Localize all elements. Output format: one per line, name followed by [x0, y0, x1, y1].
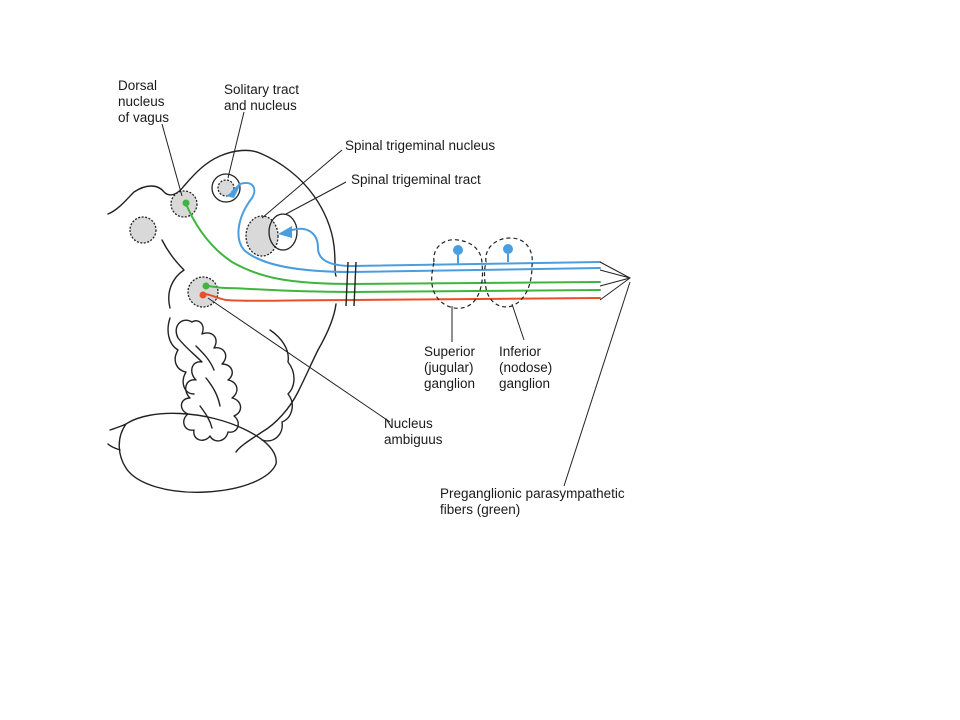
green-fiber-ambiguus	[205, 285, 601, 294]
label-solitary-tract: Solitary tract and nucleus	[224, 82, 300, 113]
blue-fiber-solitary	[231, 182, 601, 274]
medulla-outline	[107, 149, 337, 277]
superior-jugular-ganglion	[431, 239, 484, 309]
label-inferior-ganglion: Inferior (nodose) ganglion	[499, 344, 553, 391]
label-preganglionic-fibers: Preganglionic parasympathetic fibers (gr…	[440, 486, 625, 517]
leader-solitary	[227, 111, 245, 179]
hypoglossal-nucleus	[129, 216, 157, 244]
leader-spinal-trigeminal-tract	[285, 181, 347, 215]
sensory-cell-inferior	[503, 244, 513, 254]
pyramid-left-edge	[107, 423, 127, 451]
inferior-olive	[175, 319, 242, 442]
blue-arrow-solitary	[226, 186, 240, 198]
label-superior-ganglion: Superior (jugular) ganglion	[424, 344, 476, 391]
spinal-trigeminal-nucleus	[245, 215, 279, 257]
leader-dorsal-nucleus	[161, 123, 183, 197]
label-dorsal-nucleus-of-vagus: Dorsal nucleus of vagus	[118, 78, 170, 125]
break-mark-left	[345, 261, 349, 307]
pyramid	[118, 412, 277, 493]
leader-preganglionic	[563, 281, 631, 487]
green-fiber-dorsal	[185, 203, 601, 286]
solitary-tract-outer	[211, 173, 241, 203]
inferior-nodose-ganglion	[483, 237, 533, 308]
break-mark-right	[353, 261, 357, 307]
bundle-end-bracket	[599, 261, 631, 301]
leader-inferior-ganglion	[511, 303, 525, 341]
lateral-notch-outline	[161, 239, 185, 309]
medulla-lower-outline	[235, 303, 337, 453]
red-fiber-ambiguus	[203, 293, 601, 302]
label-spinal-trigeminal-nucleus: Spinal trigeminal nucleus	[345, 138, 496, 153]
blue-arrow-trigeminal	[278, 226, 292, 238]
label-nucleus-ambiguus: Nucleus ambiguus	[384, 416, 443, 447]
red-cell-ambiguus	[199, 291, 207, 299]
blue-fiber-trigeminal	[291, 227, 601, 268]
sensory-cell-superior	[453, 245, 463, 255]
leader-spinal-trigeminal-nucleus	[261, 149, 343, 219]
label-spinal-trigeminal-tract: Spinal trigeminal tract	[351, 172, 481, 187]
green-cell-ambiguus	[202, 282, 210, 290]
leader-nucleus-ambiguus	[207, 297, 391, 423]
spinal-trigeminal-tract	[268, 213, 298, 251]
green-cell-dorsal	[182, 199, 190, 207]
